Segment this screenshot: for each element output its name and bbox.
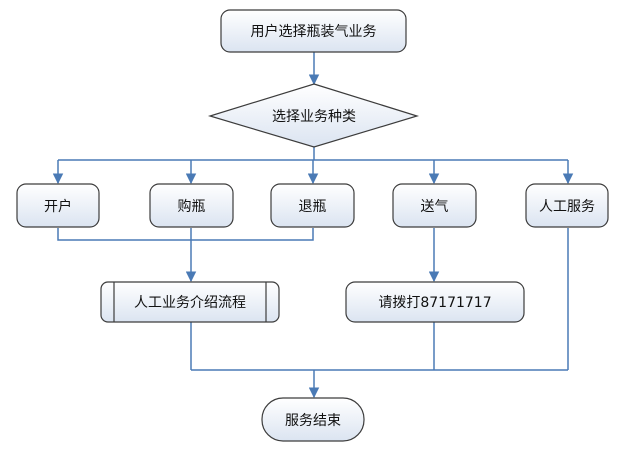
node-start-label: 用户选择瓶装气业务 xyxy=(251,23,377,40)
node-start: 用户选择瓶装气业务 xyxy=(220,9,407,53)
node-return-bottle-label: 退瓶 xyxy=(299,199,327,215)
node-end-label: 服务结束 xyxy=(285,413,341,429)
node-open-account-label: 开户 xyxy=(44,198,72,215)
node-buy-bottle: 购瓶 xyxy=(149,183,234,228)
node-call-number-label: 请拨打87171717 xyxy=(378,294,491,311)
node-open-account: 开户 xyxy=(16,183,100,228)
node-decision: 选择业务种类 xyxy=(207,83,420,148)
node-deliver-gas-label: 送气 xyxy=(421,199,449,215)
node-buy-bottle-label: 购瓶 xyxy=(178,199,206,215)
node-decision-label: 选择业务种类 xyxy=(272,109,356,125)
node-manual-intro-label: 人工业务介绍流程 xyxy=(134,295,246,311)
node-deliver-gas: 送气 xyxy=(392,183,477,228)
node-call-number: 请拨打87171717 xyxy=(345,281,525,323)
node-manual-service: 人工服务 xyxy=(525,183,609,228)
node-end: 服务结束 xyxy=(261,397,365,442)
node-manual-intro: 人工业务介绍流程 xyxy=(100,281,280,323)
edge-open-account-down xyxy=(57,228,314,241)
node-manual-service-label: 人工服务 xyxy=(539,199,595,215)
node-return-bottle: 退瓶 xyxy=(270,183,355,228)
